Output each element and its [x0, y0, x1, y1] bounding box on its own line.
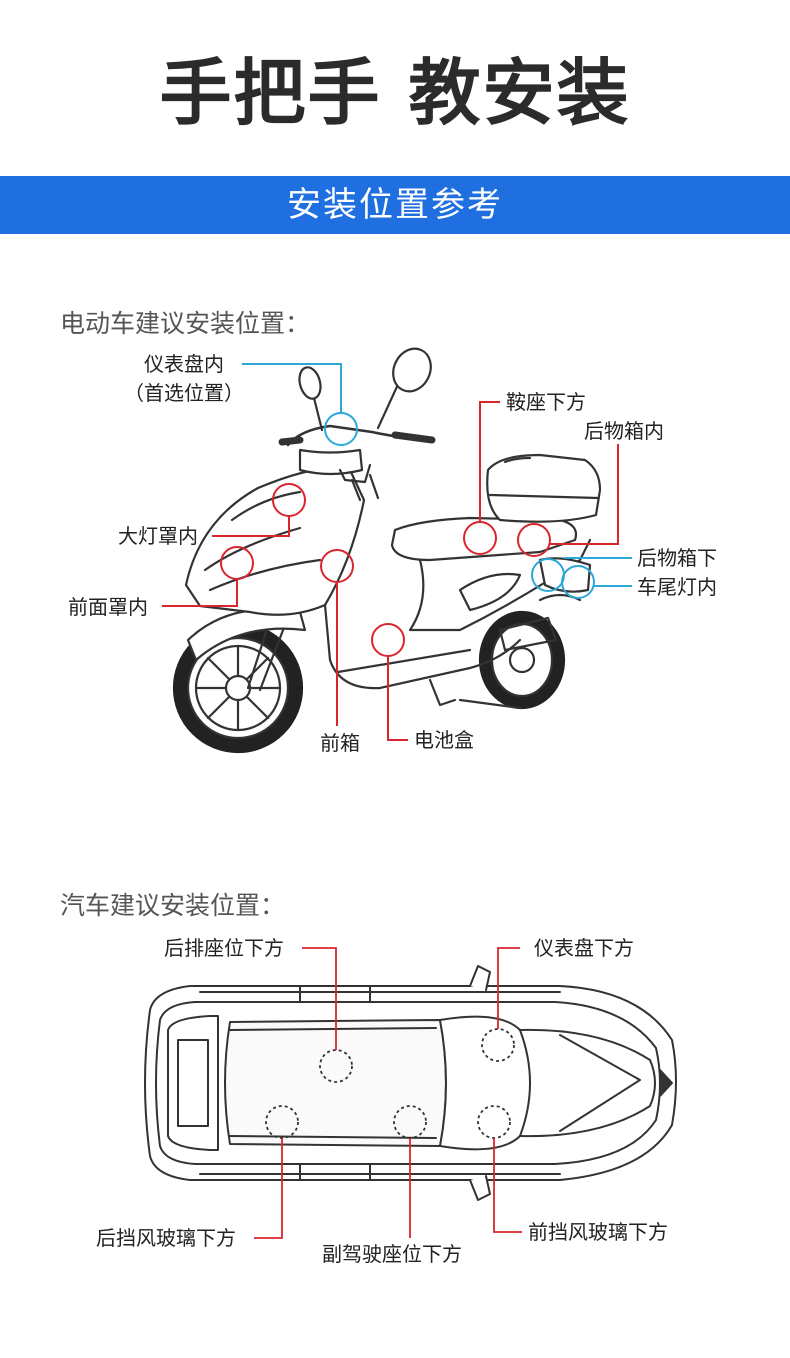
leader-front-cover: [162, 579, 238, 607]
label-front-box: 前箱: [320, 731, 360, 755]
label-rear-windshield: 后挡风玻璃下方: [96, 1226, 236, 1250]
label-front-cover: 前面罩内: [68, 595, 148, 619]
scooter-illustration: [172, 347, 602, 754]
label-headlight: 大灯罩内: [118, 524, 198, 548]
label-battery-box: 电池盒: [414, 728, 474, 752]
page-title: 手把手 教安装: [159, 51, 631, 135]
scooter-heading: 电动车建议安装位置：: [60, 309, 311, 338]
label-rear-seat: 后排座位下方: [164, 936, 284, 960]
label-tail-light: 车尾灯内: [637, 575, 717, 599]
car-illustration: [144, 965, 677, 1201]
marker-tail-light: [561, 565, 595, 599]
car-markers: [254, 947, 522, 1239]
marker-battery-box: [371, 623, 405, 657]
leader-dashboard: [242, 363, 342, 413]
leader-dashboard-under: [497, 947, 520, 1029]
leader-battery-box: [387, 656, 408, 741]
marker-rear-box-inside: [517, 523, 551, 557]
leader-seat: [479, 401, 500, 522]
label-rear-box-inside: 后物箱内: [584, 419, 664, 443]
label-dashboard-under: 仪表盘下方: [534, 936, 634, 960]
leader-rear-box-inside: [550, 444, 619, 545]
label-rear-box-under: 后物箱下: [637, 546, 717, 570]
leader-headlight: [212, 516, 290, 537]
label-preferred: （首选位置）: [124, 381, 244, 405]
scooter-markers: [162, 363, 632, 741]
section-banner: 安装位置参考: [0, 176, 790, 234]
label-front-windshield: 前挡风玻璃下方: [528, 1220, 668, 1244]
label-passenger-seat: 副驾驶座位下方: [322, 1242, 462, 1266]
leader-rear-seat: [302, 947, 337, 1050]
car-heading: 汽车建议安装位置：: [60, 891, 286, 920]
leader-front-windshield: [493, 1138, 522, 1233]
leader-rear-windshield: [254, 1138, 283, 1239]
label-dashboard: 仪表盘内: [144, 352, 224, 376]
label-seat: 鞍座下方: [506, 390, 586, 414]
